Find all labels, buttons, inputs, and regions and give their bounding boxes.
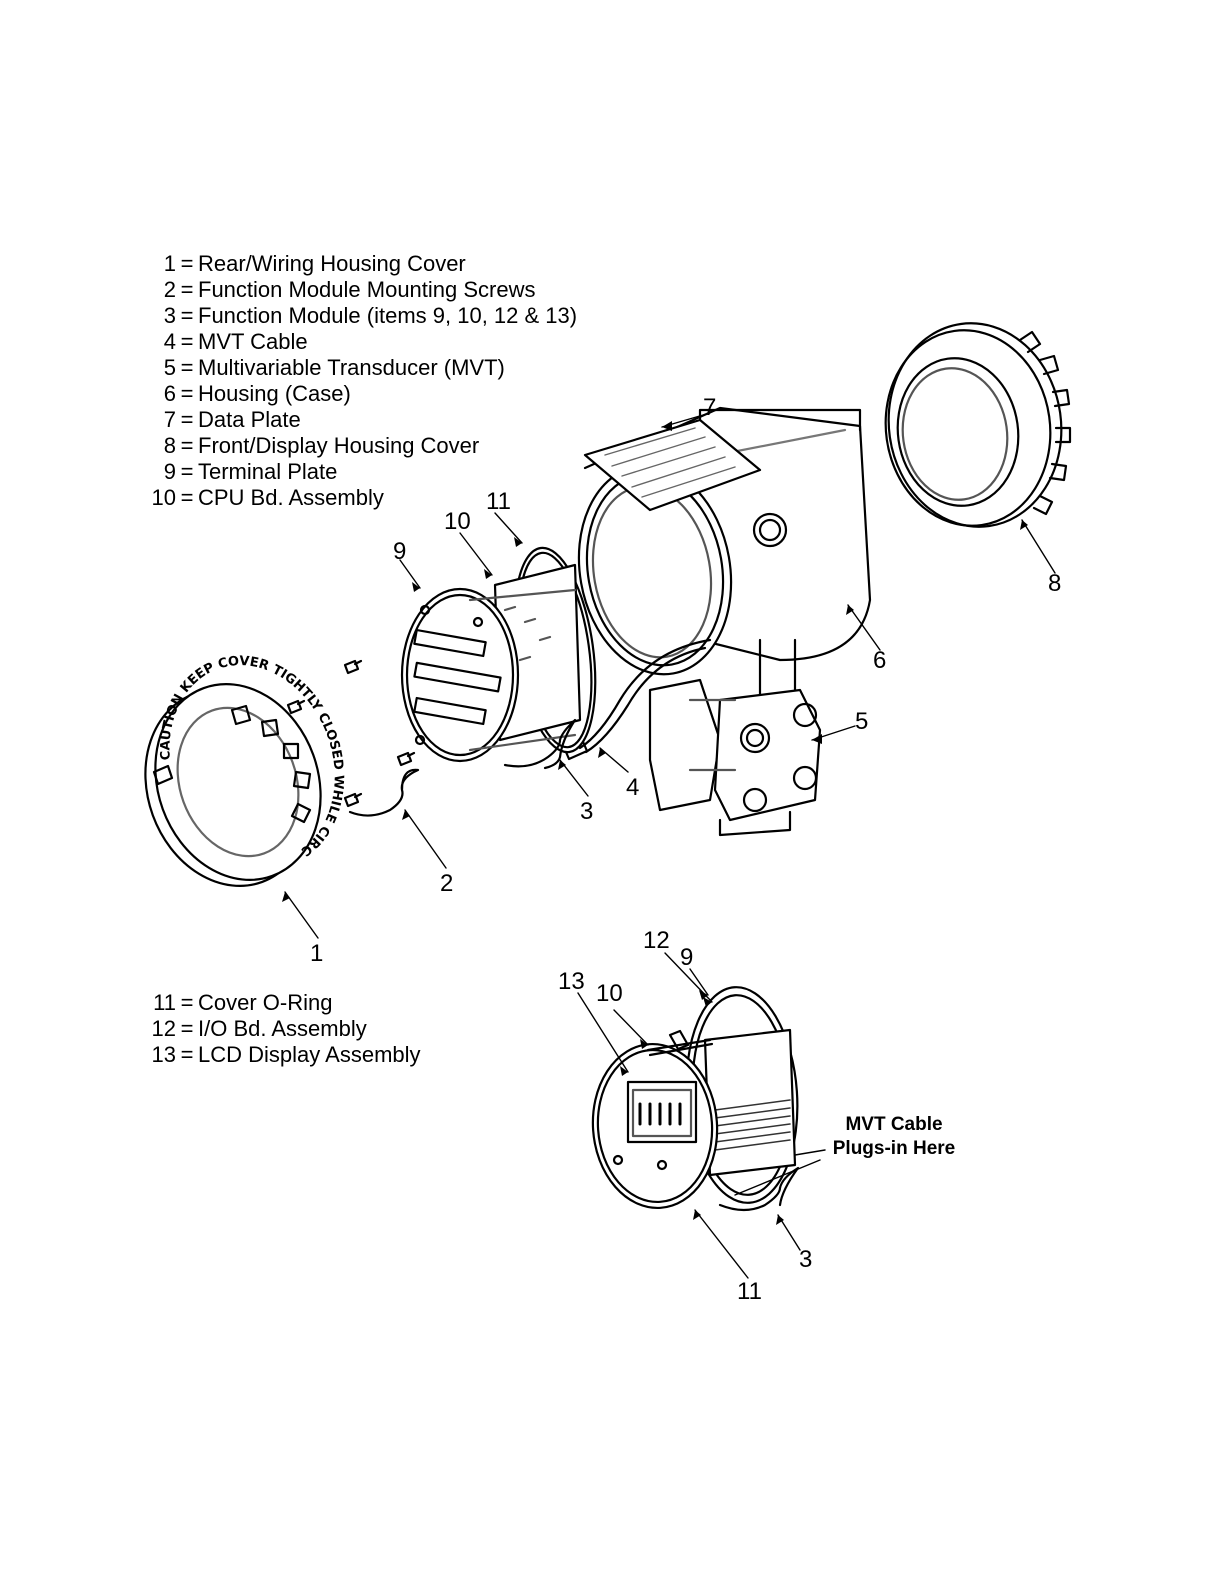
legend-equals: = [180, 1042, 194, 1067]
legend-number: 4 [163, 329, 176, 354]
legend-description: MVT Cable [198, 329, 308, 354]
legend-number: 12 [151, 1016, 176, 1041]
legend-equals: = [180, 381, 194, 406]
callout-8: 8 [1048, 570, 1062, 597]
legend-description: Rear/Wiring Housing Cover [198, 251, 466, 276]
callout-1: 1 [310, 940, 324, 967]
callout-4: 4 [626, 774, 640, 801]
legend-row: 13=LCD Display Assembly [148, 1042, 421, 1068]
terminal-plate [400, 587, 577, 763]
mvt-cable-note: MVT Cable Plugs-in Here [820, 1113, 968, 1161]
callout-9: 9 [393, 538, 407, 565]
brace-screws [348, 768, 420, 817]
callout-11: 11 [486, 488, 511, 515]
legend-equals: = [180, 990, 194, 1015]
legend-number: 5 [163, 355, 176, 380]
legend-number: 6 [163, 381, 176, 406]
legend-description: LCD Display Assembly [198, 1042, 421, 1067]
callout-3: 3 [580, 798, 594, 825]
legend-description: Function Module Mounting Screws [198, 277, 536, 302]
callout-3-lower: 3 [799, 1246, 813, 1273]
callout-2: 2 [440, 870, 454, 897]
brace-function-module-top [503, 718, 577, 770]
callout-5: 5 [855, 708, 869, 735]
legend-equals: = [180, 433, 194, 458]
legend-description: Function Module (items 9, 10, 12 & 13) [198, 303, 578, 328]
mvt-cable-note-line2: Plugs-in Here [832, 1138, 956, 1159]
legend-row: 6=Housing (Case) [148, 381, 577, 407]
legend-equals: = [180, 1016, 194, 1041]
legend-equals: = [180, 303, 194, 328]
rear-wiring-housing-cover [144, 683, 322, 887]
legend-number: 13 [151, 1042, 176, 1067]
legend-row: 2=Function Module Mounting Screws [148, 277, 577, 303]
legend-equals: = [180, 251, 194, 276]
housing-case [577, 406, 872, 702]
legend-number: 9 [163, 459, 176, 484]
function-module-assembly [591, 986, 799, 1210]
brace-function-module-bottom [718, 1166, 800, 1212]
legend-equals: = [180, 355, 194, 380]
legend-description: Data Plate [198, 407, 301, 432]
legend-description: I/O Bd. Assembly [198, 1016, 367, 1041]
legend-description: Multivariable Transducer (MVT) [198, 355, 505, 380]
callout-12: 12 [643, 927, 670, 954]
legend-number: 2 [163, 277, 176, 302]
legend-row: 12=I/O Bd. Assembly [148, 1016, 421, 1042]
callout-7: 7 [703, 394, 717, 421]
front-display-housing-cover [884, 322, 1072, 528]
legend-row: 10=CPU Bd. Assembly [148, 485, 577, 511]
legend-row: 7=Data Plate [148, 407, 577, 433]
legend-row: 1=Rear/Wiring Housing Cover [148, 251, 577, 277]
legend-description: Cover O-Ring [198, 990, 333, 1015]
legend-number: 1 [163, 251, 176, 276]
legend-row: 9=Terminal Plate [148, 459, 577, 485]
multivariable-transducer [648, 678, 822, 837]
legend-row: 4=MVT Cable [148, 329, 577, 355]
legend-row: 5=Multivariable Transducer (MVT) [148, 355, 577, 381]
legend-number: 3 [163, 303, 176, 328]
legend-number: 7 [163, 407, 176, 432]
legend-description: Front/Display Housing Cover [198, 433, 480, 458]
legend-description: Housing (Case) [198, 381, 351, 406]
legend-equals: = [180, 485, 194, 510]
legend-equals: = [180, 329, 194, 354]
legend-number: 10 [151, 485, 176, 510]
callout-13: 13 [558, 968, 585, 995]
legend-row: 3=Function Module (items 9, 10, 12 & 13) [148, 303, 577, 329]
legend-equals: = [180, 459, 194, 484]
legend-number: 11 [153, 990, 176, 1015]
legend-description: Terminal Plate [198, 459, 338, 484]
callout-9-lower: 9 [680, 944, 694, 971]
legend-row: 8=Front/Display Housing Cover [148, 433, 577, 459]
mvt-cable-note-line1: MVT Cable [845, 1114, 943, 1135]
callout-10-lower: 10 [596, 980, 623, 1007]
legend-description: CPU Bd. Assembly [198, 485, 384, 510]
legend-number: 8 [163, 433, 176, 458]
legend-equals: = [180, 407, 194, 432]
legend-equals: = [180, 277, 194, 302]
callout-11-lower: 11 [737, 1278, 762, 1305]
legend-row: 11=Cover O-Ring [148, 990, 421, 1016]
mounting-screws [286, 659, 416, 808]
callout-6: 6 [873, 647, 887, 674]
callout-10: 10 [444, 508, 471, 535]
